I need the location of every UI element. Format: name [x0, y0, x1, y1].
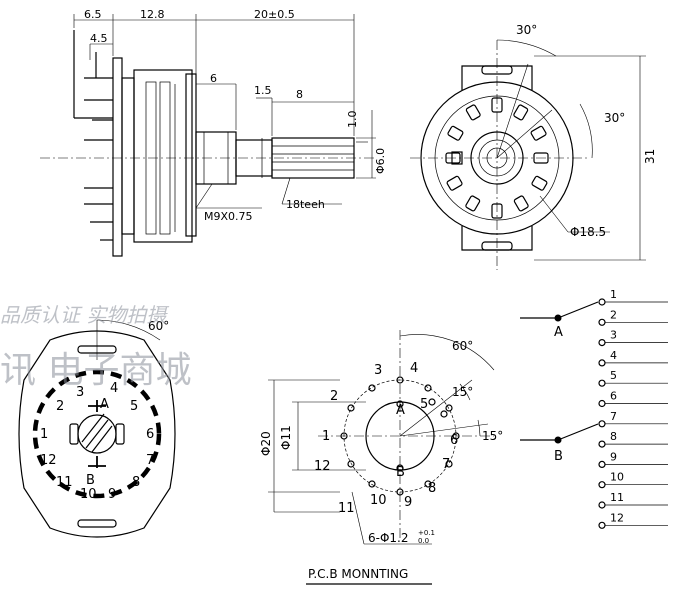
schematic-label-11: 11	[610, 491, 624, 504]
pcb-caption: P.C.B MONNTING	[308, 567, 408, 581]
contact-terminal-5: 5	[130, 399, 138, 414]
schematic-contact-5	[598, 379, 606, 387]
pcb-hole-spec: 6-Φ1.2	[368, 531, 409, 545]
pcb-terminal-7: 7	[442, 457, 450, 472]
pcb-terminal-10: 10	[370, 493, 387, 508]
contact-pole-b: B	[86, 473, 95, 488]
pcb-terminal-4: 4	[410, 361, 418, 376]
pcb-hole-tol-upper: +0.1	[418, 529, 435, 537]
pcb-terminal-2: 2	[330, 389, 338, 404]
diameter-label: Φ18.5	[570, 225, 606, 239]
dim-6: 6	[210, 72, 217, 85]
schematic-label-10: 10	[610, 471, 624, 484]
contact-terminal-7: 7	[146, 453, 154, 468]
pcb-terminal-1: 1	[322, 429, 330, 444]
thread-label: M9X0.75	[204, 210, 253, 223]
angle-top: 30°	[516, 23, 537, 37]
schematic-label-12: 12	[610, 511, 624, 524]
pcb-terminal-9: 9	[404, 495, 412, 510]
pcb-terminal-5: 5	[420, 397, 428, 412]
schematic-label-8: 8	[610, 430, 617, 443]
contact-view: 60° 1 2 3 4 5 6 7 8 9 10 11 12 A B	[18, 319, 176, 538]
side-view: 6.5 4.5 12.8 20±0.5 6 1.5 8 1.0 Φ6.0 M9X…	[40, 8, 387, 257]
pcb-angle-60: 60°	[452, 339, 473, 353]
pcb-mounting-view: 60° 15° 15° Φ20 Φ11 6-Φ1.2 +0.1 0.0 1 2 …	[259, 330, 503, 585]
schematic-contact-3	[598, 339, 606, 347]
schematic-label-7: 7	[610, 410, 617, 423]
schematic-contact-10	[598, 481, 606, 489]
schematic-contact-6	[598, 399, 606, 408]
dim-6-5: 6.5	[84, 8, 102, 21]
pcb-terminal-11: 11	[338, 501, 355, 516]
pcb-pole-b: B	[396, 465, 405, 480]
schematic-label-1: 1	[610, 288, 617, 301]
pcb-terminal-8: 8	[428, 481, 436, 496]
pcb-terminal-3: 3	[374, 363, 382, 378]
contact-angle: 60°	[148, 319, 169, 333]
schematic-contact-9	[598, 460, 606, 468]
dim-4-5: 4.5	[90, 32, 108, 45]
schematic-label-3: 3	[610, 329, 617, 342]
watermark-line1: 品质认证 实物拍摄	[0, 303, 169, 327]
contact-terminal-3: 3	[76, 385, 84, 400]
teeth-label: 18teeh	[286, 198, 325, 211]
dim-1-5: 1.5	[254, 84, 272, 97]
contact-terminal-11: 11	[56, 475, 73, 490]
contact-terminal-2: 2	[56, 399, 64, 414]
contact-terminal-9: 9	[108, 487, 116, 502]
contact-terminal-8: 8	[132, 475, 140, 490]
schematic-contact-1	[598, 298, 606, 306]
front-view: 30° 30° 31 Φ18.5	[410, 23, 657, 270]
schematic-pole-b: B	[554, 449, 563, 464]
pcb-angle-15b: 15°	[482, 429, 503, 443]
dim-8: 8	[296, 88, 303, 101]
schematic-label-5: 5	[610, 369, 617, 382]
dim-phi-6: Φ6.0	[374, 148, 387, 174]
schematic-label-2: 2	[610, 308, 617, 321]
watermark-line2: 讯 电子商城	[0, 350, 191, 391]
schematic-contact-7	[598, 420, 606, 428]
contact-pole-a: A	[100, 397, 109, 412]
contact-terminal-10: 10	[80, 487, 97, 502]
pcb-terminal-12: 12	[314, 459, 331, 474]
pcb-angle-15a: 15°	[452, 385, 473, 399]
dim-20: 20±0.5	[254, 8, 295, 21]
schematic-contact-11	[598, 501, 606, 509]
schematic-label-9: 9	[610, 450, 617, 463]
schematic-contact-12	[598, 521, 606, 529]
pcb-terminal-6: 6	[450, 433, 458, 448]
schematic-contact-2	[598, 318, 606, 326]
dim-1-0: 1.0	[346, 111, 359, 129]
dim-12-8: 12.8	[140, 8, 165, 21]
contact-terminal-4: 4	[110, 381, 118, 396]
contact-terminal-6: 6	[146, 427, 154, 442]
schematic-label-6: 6	[610, 390, 617, 403]
watermark: 品质认证 实物拍摄 讯 电子商城	[0, 303, 191, 391]
pcb-pole-a: A	[396, 403, 405, 418]
pcb-dia-11: Φ11	[279, 425, 293, 450]
contact-terminal-12: 12	[40, 453, 57, 468]
schematic-contact-8	[598, 440, 606, 448]
schematic-pole-a: A	[554, 325, 563, 340]
angle-right: 30°	[604, 111, 625, 125]
height-dim: 31	[643, 149, 657, 164]
pcb-dia-20: Φ20	[259, 431, 273, 456]
pcb-hole-tol-lower: 0.0	[418, 537, 429, 545]
contact-terminal-1: 1	[40, 427, 48, 442]
schematic-label-4: 4	[610, 349, 617, 362]
schematic-contact-4	[598, 359, 606, 367]
